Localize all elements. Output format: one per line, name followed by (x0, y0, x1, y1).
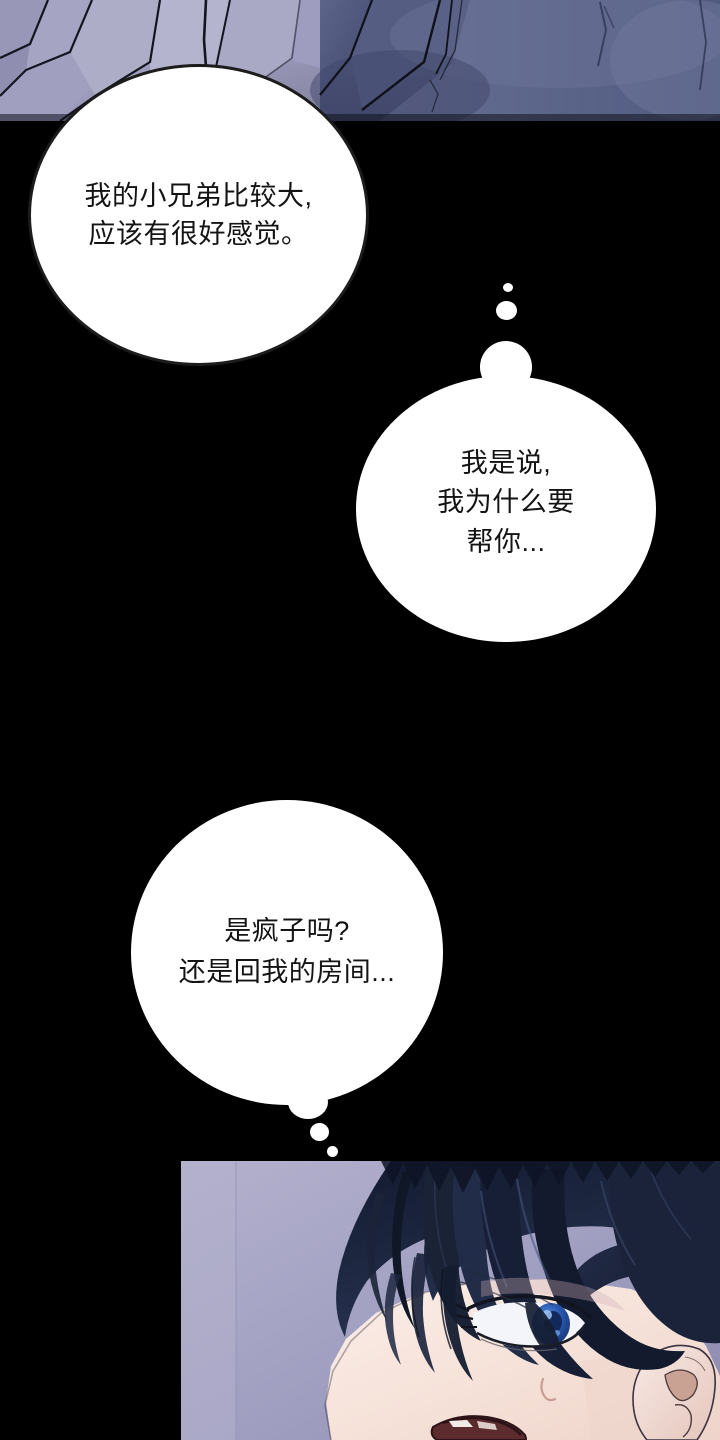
panel-bottom-character (181, 1161, 720, 1440)
speech-bubble-1: 我的小兄弟比较大, 应该有很好感觉。 (28, 64, 369, 366)
thought-bubble-3-text: 是疯子吗? 还是回我的房间... (178, 916, 396, 987)
thought-bubble-3-bump (288, 1085, 328, 1119)
speech-bubble-1-text: 我的小兄弟比较大, 应该有很好感觉。 (84, 180, 313, 249)
thought-dot-small-upper (503, 283, 513, 292)
thought-dot-small-lower (327, 1146, 338, 1157)
thought-dot-large-upper (496, 301, 517, 320)
thought-dot-large-lower (310, 1123, 329, 1141)
character-illustration (181, 1161, 720, 1440)
thought-bubble-3: 是疯子吗? 还是回我的房间... (131, 800, 443, 1105)
thought-bubble-2-text: 我是说, 我为什么要 帮你... (437, 448, 575, 557)
thought-bubble-2: 我是说, 我为什么要 帮你... (356, 376, 656, 642)
